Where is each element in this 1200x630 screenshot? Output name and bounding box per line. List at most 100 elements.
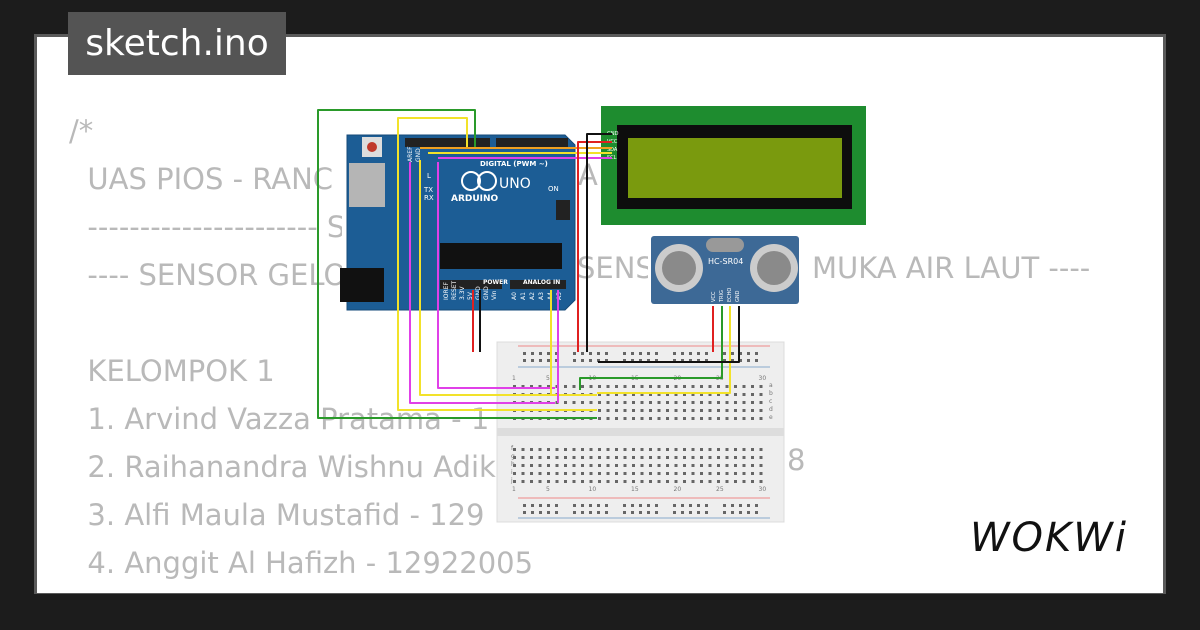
breadboard-hole[interactable] bbox=[589, 472, 593, 475]
breadboard-hole[interactable] bbox=[555, 448, 559, 451]
breadboard-hole[interactable] bbox=[747, 359, 750, 362]
breadboard-hole[interactable] bbox=[631, 511, 634, 514]
breadboard-hole[interactable] bbox=[708, 448, 712, 451]
breadboard-hole[interactable] bbox=[717, 472, 720, 475]
breadboard-hole[interactable] bbox=[547, 352, 550, 355]
breadboard-hole[interactable] bbox=[649, 464, 652, 467]
breadboard-hole[interactable] bbox=[538, 456, 542, 459]
breadboard-hole[interactable] bbox=[700, 385, 703, 388]
breadboard-hole[interactable] bbox=[589, 504, 592, 507]
breadboard-hole[interactable] bbox=[742, 393, 746, 396]
breadboard-hole[interactable] bbox=[538, 472, 542, 475]
breadboard-hole[interactable] bbox=[708, 409, 712, 412]
reset-button[interactable] bbox=[367, 142, 377, 152]
breadboard-hole[interactable] bbox=[531, 504, 534, 507]
breadboard-hole[interactable] bbox=[649, 409, 652, 412]
breadboard-hole[interactable] bbox=[751, 417, 754, 420]
breadboard-hole[interactable] bbox=[759, 409, 763, 412]
breadboard-hole[interactable] bbox=[598, 393, 601, 396]
breadboard-hole[interactable] bbox=[581, 359, 584, 362]
breadboard-hole[interactable] bbox=[513, 456, 516, 459]
breadboard-hole[interactable] bbox=[747, 504, 750, 507]
breadboard-hole[interactable] bbox=[725, 480, 729, 483]
breadboard-hole[interactable] bbox=[547, 472, 550, 475]
breadboard-hole[interactable] bbox=[631, 352, 634, 355]
breadboard-hole[interactable] bbox=[623, 393, 627, 396]
breadboard-hole[interactable] bbox=[640, 409, 644, 412]
breadboard-hole[interactable] bbox=[747, 352, 750, 355]
breadboard-hole[interactable] bbox=[666, 456, 669, 459]
breadboard-hole[interactable] bbox=[530, 448, 533, 451]
breadboard-hole[interactable] bbox=[657, 472, 661, 475]
breadboard-hole[interactable] bbox=[589, 448, 593, 451]
breadboard-hole[interactable] bbox=[640, 464, 644, 467]
breadboard-hole[interactable] bbox=[598, 409, 601, 412]
breadboard-hole[interactable] bbox=[598, 448, 601, 451]
breadboard-hole[interactable] bbox=[723, 352, 726, 355]
breadboard-hole[interactable] bbox=[708, 464, 712, 467]
breadboard-hole[interactable] bbox=[655, 359, 658, 362]
breadboard-hole[interactable] bbox=[572, 456, 576, 459]
breadboard-hole[interactable] bbox=[689, 504, 692, 507]
breadboard-hole[interactable] bbox=[734, 480, 737, 483]
breadboard-hole[interactable] bbox=[598, 472, 601, 475]
breadboard-hole[interactable] bbox=[691, 464, 695, 467]
breadboard-hole[interactable] bbox=[649, 480, 652, 483]
breadboard-hole[interactable] bbox=[564, 472, 567, 475]
breadboard-hole[interactable] bbox=[681, 511, 684, 514]
breadboard-hole[interactable] bbox=[683, 409, 686, 412]
breadboard-hole[interactable] bbox=[606, 480, 610, 483]
breadboard-hole[interactable] bbox=[742, 401, 746, 404]
breadboard-hole[interactable] bbox=[615, 480, 618, 483]
breadboard-hole[interactable] bbox=[674, 464, 678, 467]
breadboard-hole[interactable] bbox=[564, 385, 567, 388]
breadboard-hole[interactable] bbox=[547, 511, 550, 514]
breadboard-hole[interactable] bbox=[681, 352, 684, 355]
breadboard-hole[interactable] bbox=[691, 401, 695, 404]
breadboard-hole[interactable] bbox=[589, 511, 592, 514]
breadboard-hole[interactable] bbox=[674, 448, 678, 451]
breadboard-hole[interactable] bbox=[631, 504, 634, 507]
breadboard-hole[interactable] bbox=[640, 480, 644, 483]
breadboard-hole[interactable] bbox=[538, 464, 542, 467]
breadboard-hole[interactable] bbox=[523, 352, 526, 355]
breadboard-hole[interactable] bbox=[700, 480, 703, 483]
breadboard-hole[interactable] bbox=[623, 448, 627, 451]
breadboard-hole[interactable] bbox=[691, 472, 695, 475]
breadboard-hole[interactable] bbox=[705, 352, 708, 355]
breadboard-hole[interactable] bbox=[632, 401, 635, 404]
breadboard-hole[interactable] bbox=[598, 464, 601, 467]
breadboard-hole[interactable] bbox=[691, 448, 695, 451]
breadboard-hole[interactable] bbox=[640, 401, 644, 404]
breadboard-hole[interactable] bbox=[657, 393, 661, 396]
breadboard-hole[interactable] bbox=[725, 409, 729, 412]
breadboard-hole[interactable] bbox=[649, 448, 652, 451]
breadboard-hole[interactable] bbox=[739, 511, 742, 514]
breadboard-hole[interactable] bbox=[623, 352, 626, 355]
breadboard-hole[interactable] bbox=[640, 448, 644, 451]
breadboard-hole[interactable] bbox=[513, 472, 516, 475]
breadboard-hole[interactable] bbox=[691, 417, 695, 420]
breadboard-hole[interactable] bbox=[632, 480, 635, 483]
breadboard-hole[interactable] bbox=[655, 511, 658, 514]
breadboard-hole[interactable] bbox=[751, 409, 754, 412]
breadboard-hole[interactable] bbox=[759, 393, 763, 396]
breadboard-hole[interactable] bbox=[581, 464, 584, 467]
breadboard-hole[interactable] bbox=[647, 504, 650, 507]
breadboard-hole[interactable] bbox=[742, 448, 746, 451]
breadboard-hole[interactable] bbox=[513, 464, 516, 467]
breadboard-hole[interactable] bbox=[623, 456, 627, 459]
breadboard-hole[interactable] bbox=[615, 456, 618, 459]
breadboard-hole[interactable] bbox=[589, 359, 592, 362]
breadboard-hole[interactable] bbox=[717, 448, 720, 451]
breadboard-hole[interactable] bbox=[573, 511, 576, 514]
breadboard-hole[interactable] bbox=[657, 385, 661, 388]
breadboard-hole[interactable] bbox=[623, 385, 627, 388]
breadboard-hole[interactable] bbox=[572, 401, 576, 404]
breadboard-hole[interactable] bbox=[538, 385, 542, 388]
breadboard-hole[interactable] bbox=[742, 417, 746, 420]
breadboard-hole[interactable] bbox=[689, 359, 692, 362]
breadboard-hole[interactable] bbox=[530, 464, 533, 467]
breadboard-hole[interactable] bbox=[597, 359, 600, 362]
